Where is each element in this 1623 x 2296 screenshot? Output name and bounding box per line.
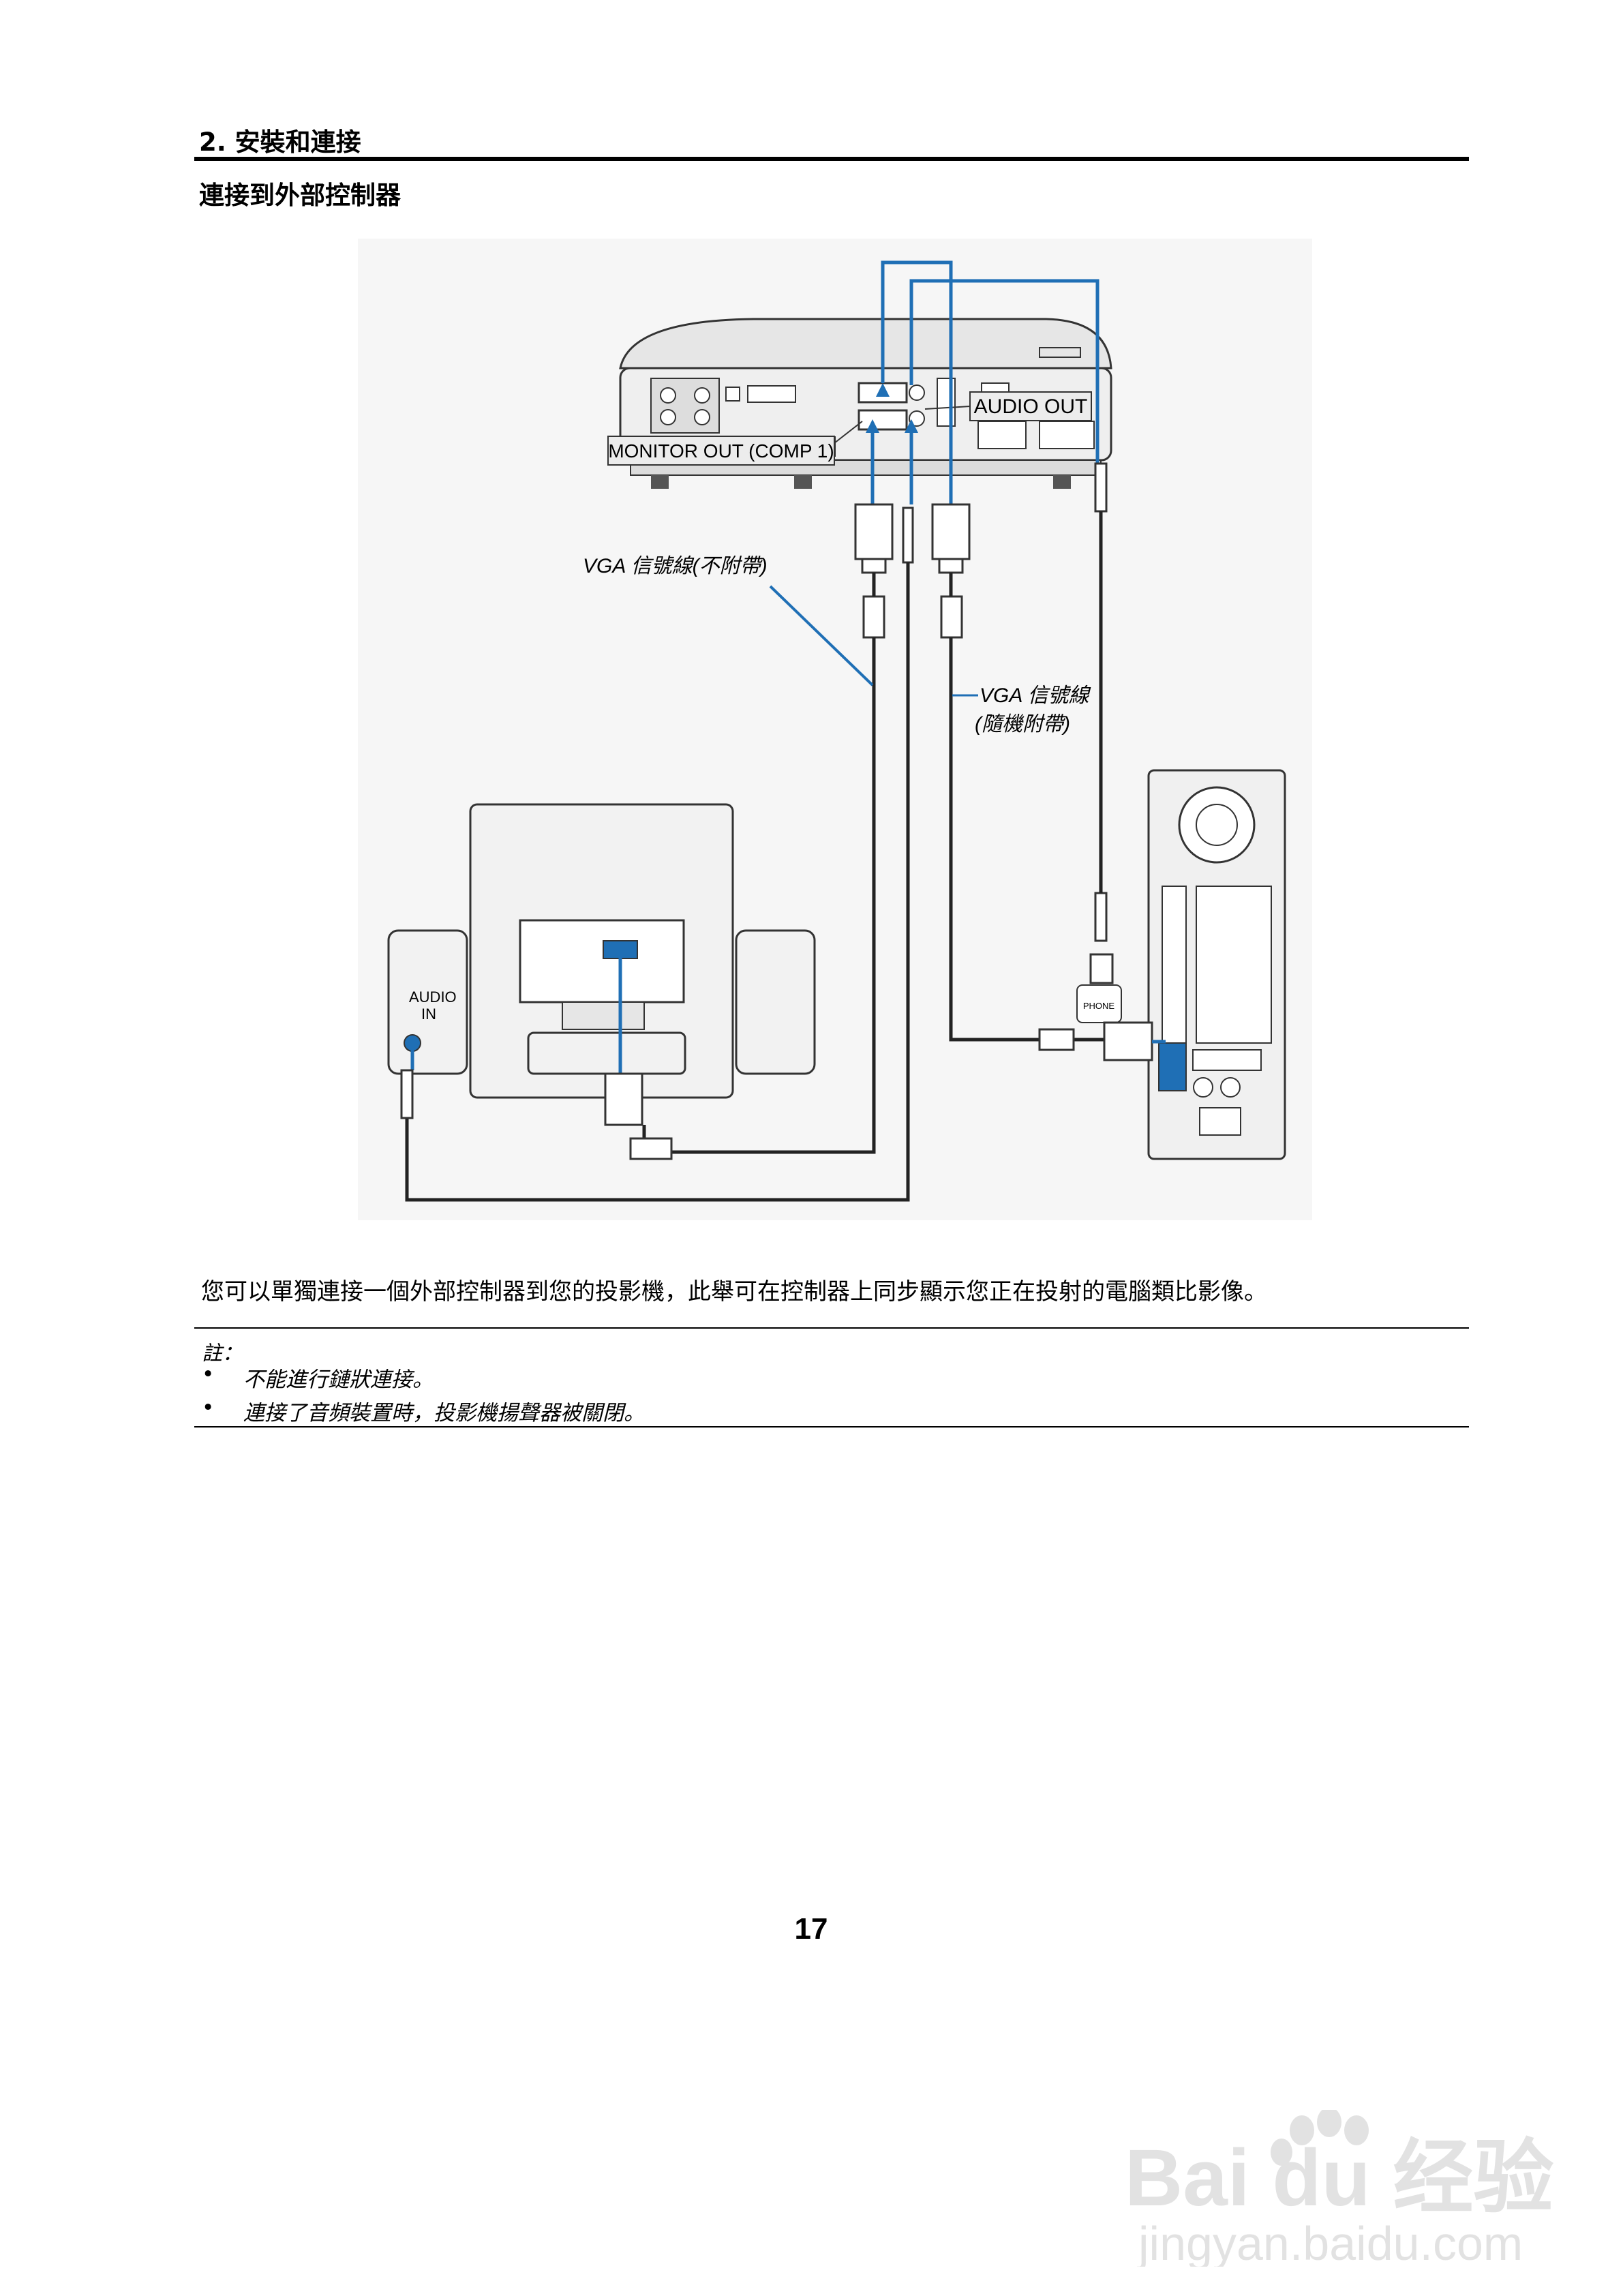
chapter-heading: 2. 安裝和連接	[199, 127, 361, 157]
note-item: 連接了音頻裝置時，投影機揚聲器被關閉。	[243, 1401, 645, 1425]
right-speaker-illustration	[735, 929, 816, 1075]
phone-jack-label: PHONE	[1083, 1001, 1115, 1011]
note-bullet: •	[202, 1395, 215, 1420]
audio-in-label-1: AUDIO	[409, 988, 457, 1006]
note-top-rule	[194, 1327, 1469, 1329]
header-rule	[194, 157, 1469, 161]
watermark-brand: Bai du 经验	[1125, 2133, 1553, 2223]
left-speaker-illustration	[387, 929, 468, 1119]
note-item: 不能進行鏈狀連接。	[243, 1368, 434, 1392]
monitor-out-callout-box	[607, 436, 835, 466]
note-bullet: •	[202, 1362, 215, 1387]
phone-jack-box	[1076, 984, 1122, 1023]
audio-in-label-2: IN	[421, 1006, 436, 1023]
audio-out-callout-box	[969, 391, 1092, 421]
note-bottom-rule	[194, 1426, 1469, 1428]
section-title: 連接到外部控制器	[199, 181, 401, 210]
vga-plug-pair	[854, 462, 1114, 984]
note-label: 註：	[202, 1342, 243, 1365]
paw-logo-icon	[1271, 2110, 1369, 2166]
computer-tower-illustration	[1147, 769, 1286, 1160]
body-paragraph: 您可以單獨連接一個外部控制器到您的投影機，此舉可在控制器上同步顯示您正在投射的電…	[201, 1278, 1267, 1305]
page-number: 17	[794, 1912, 828, 1946]
watermark-url: jingyan.baidu.com	[1137, 2217, 1523, 2267]
connection-diagram: AUDIO OUT MONITOR OUT (COMP 1)	[358, 239, 1312, 1220]
vga-not-supplied-label: VGA 信號線(不附帶)	[583, 555, 768, 577]
monitor-illustration	[469, 803, 734, 1160]
baidu-watermark: Bai du 经验 jingyan.baidu.com	[1125, 2110, 1553, 2267]
audio-out-label: AUDIO OUT	[974, 395, 1088, 418]
projector-illustration	[619, 318, 1112, 489]
vga-supplied-label-1: VGA 信號線	[980, 684, 1091, 707]
monitor-out-label: MONITOR OUT (COMP 1)	[608, 440, 834, 462]
vga-supplied-label-2: (隨機附帶)	[975, 713, 1070, 736]
computer-vga-plug	[1038, 1021, 1153, 1061]
blue-cable-lines	[870, 260, 1099, 508]
arrowheads	[866, 383, 918, 433]
